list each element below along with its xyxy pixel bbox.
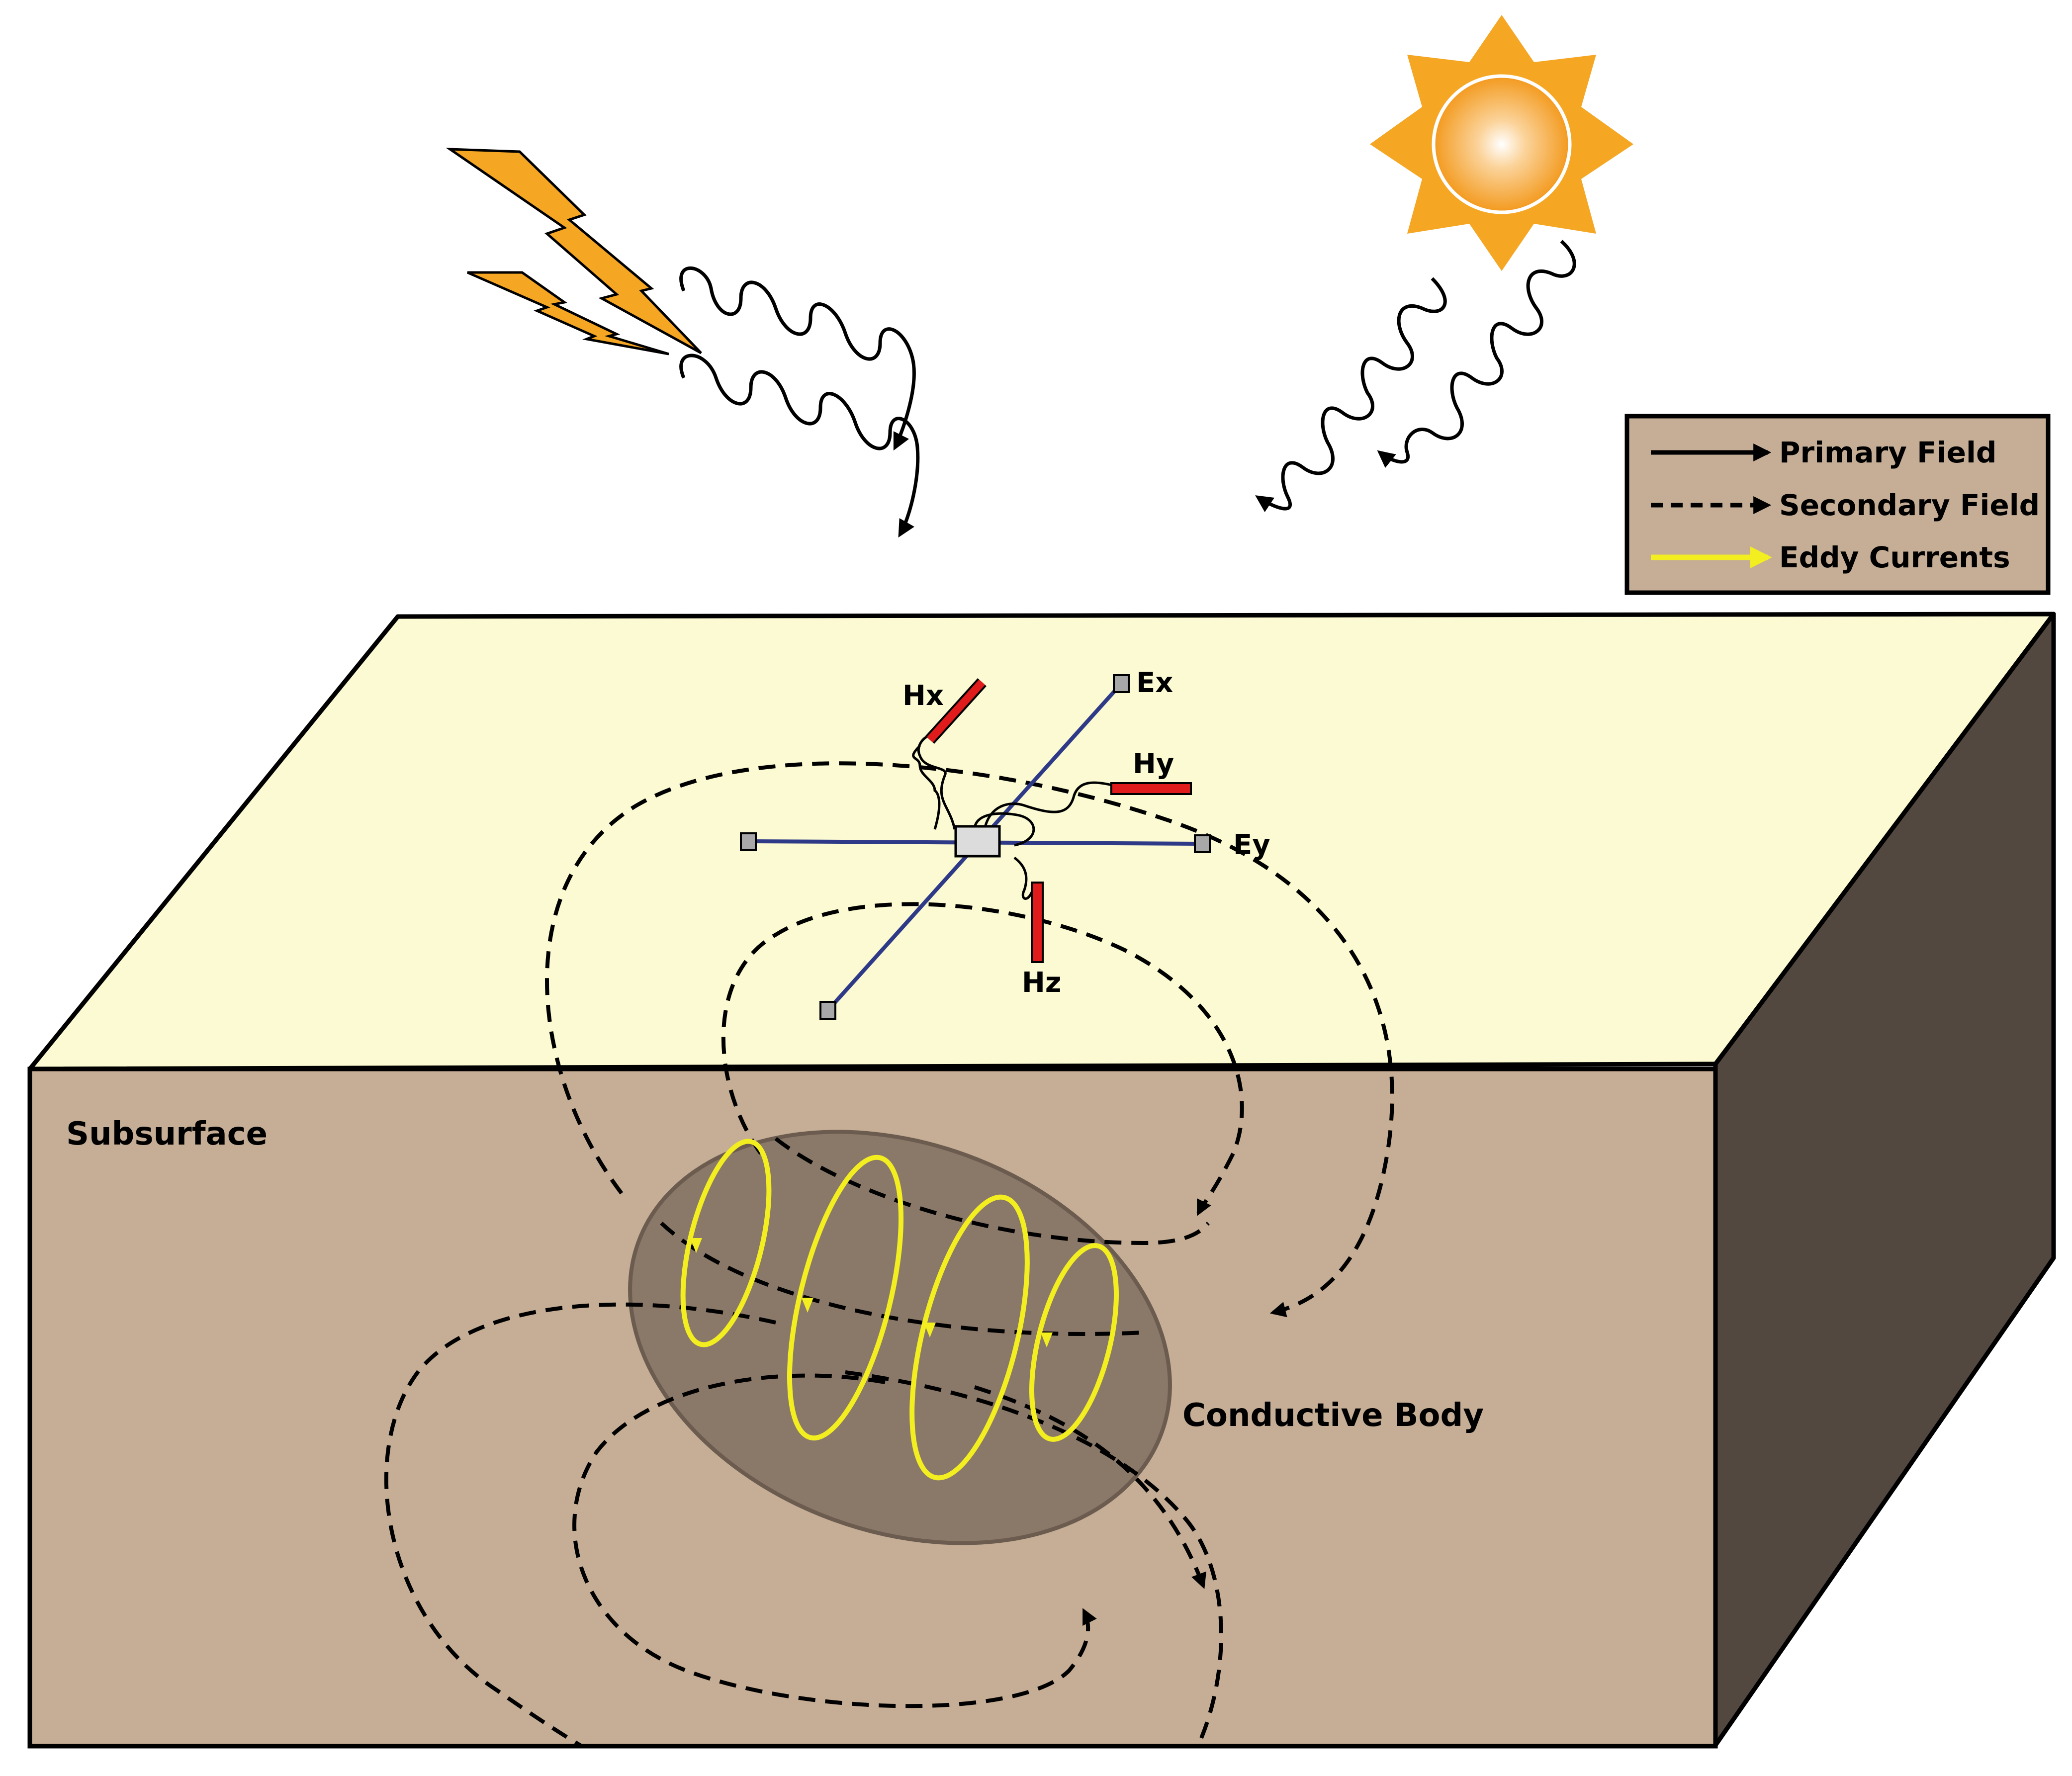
secondary-field-loop-outer-deep-right bbox=[845, 1370, 1223, 1746]
legend-primary-label: Primary Field bbox=[1779, 436, 1996, 469]
hx-cable bbox=[912, 745, 941, 830]
legend-secondary-label: Secondary Field bbox=[1779, 488, 2040, 522]
hz-magnetometer bbox=[1031, 882, 1044, 963]
eddy-current-arrow-1 bbox=[690, 1238, 702, 1253]
secondary-field-loop-outer-surface bbox=[545, 761, 1394, 1318]
primary-wave-lightning-1 bbox=[679, 266, 916, 451]
secondary-field-loop-inner-deep-right bbox=[974, 1385, 1206, 1589]
electrode-ex-south bbox=[819, 1001, 836, 1020]
electrode-ey-east bbox=[1194, 834, 1211, 853]
electrode-ex-north bbox=[1113, 674, 1130, 693]
eddy-current-loop-3 bbox=[909, 1194, 1030, 1481]
eddy-current-loop-1 bbox=[680, 1139, 772, 1347]
primary-field-waves-lightning bbox=[679, 266, 920, 538]
secondary-field-loop-through-body-a bbox=[774, 1137, 1210, 1245]
label-hx: Hx bbox=[902, 680, 944, 712]
sun-icon bbox=[1370, 15, 1633, 271]
lightning-bolt-small bbox=[466, 271, 669, 355]
secondary-field-loop-inner-deep bbox=[572, 1373, 1097, 1708]
lightning-icon bbox=[446, 148, 702, 355]
hz-cable bbox=[1013, 857, 1036, 900]
eddy-current-loop-4 bbox=[1029, 1243, 1119, 1442]
legend-eddy-label: Eddy Currents bbox=[1779, 540, 2010, 574]
label-conductive-body: Conductive Body bbox=[1182, 1397, 1484, 1434]
hx-magnetometer-fill bbox=[927, 679, 985, 743]
eddy-current-arrow-3 bbox=[924, 1323, 936, 1337]
primary-field-waves-sun bbox=[1255, 240, 1576, 513]
primary-wave-sun-1 bbox=[1255, 277, 1447, 513]
eddy-current-arrow-4 bbox=[1041, 1332, 1053, 1347]
label-subsurface: Subsurface bbox=[66, 1116, 268, 1153]
hy-magnetometer bbox=[1110, 782, 1192, 795]
lightning-bolt-large bbox=[446, 148, 702, 355]
label-ex: Ex bbox=[1136, 667, 1173, 699]
data-logger-box bbox=[954, 825, 1001, 858]
label-ey: Ey bbox=[1233, 829, 1270, 861]
secondary-field-loop-through-body-b bbox=[660, 1222, 1144, 1336]
electrode-ey-west bbox=[740, 832, 757, 851]
primary-wave-lightning-2 bbox=[679, 354, 920, 538]
hy-cable bbox=[983, 781, 1114, 830]
label-hy: Hy bbox=[1133, 748, 1174, 780]
legend: Primary Field Secondary Field Eddy Curre… bbox=[1624, 414, 2051, 595]
aux-cable bbox=[973, 812, 1035, 847]
secondary-field-loop-outer-deep bbox=[384, 1302, 776, 1748]
mt-station: Hx Ex Hy Ey Hz bbox=[740, 667, 1270, 1020]
eddy-current-arrow-2 bbox=[802, 1298, 813, 1313]
sun-disc bbox=[1432, 74, 1572, 214]
primary-wave-sun-2 bbox=[1377, 240, 1576, 468]
hx-cable-tail bbox=[917, 734, 956, 830]
eddy-current-loop-2 bbox=[787, 1154, 904, 1441]
eddy-current-arrowheads bbox=[690, 1238, 1053, 1347]
eddy-current-loops bbox=[680, 1139, 1119, 1481]
label-hz: Hz bbox=[1022, 967, 1061, 999]
